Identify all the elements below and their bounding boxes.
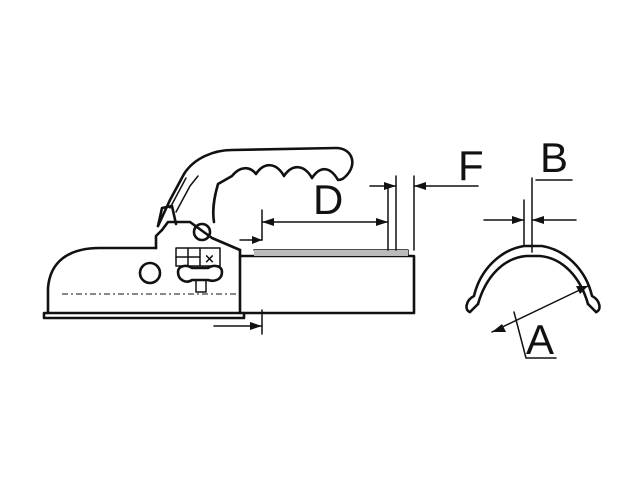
dimension-d-leader-arrow — [252, 236, 262, 244]
section-outer — [465, 244, 601, 314]
drawbar-tube — [238, 249, 416, 315]
label-b: B — [540, 134, 568, 181]
section-inner — [476, 254, 590, 306]
pivot-pin — [192, 222, 212, 242]
coupling-head: × — [42, 146, 354, 320]
lock-knob — [176, 264, 224, 283]
dimension-d-arrow-left — [262, 218, 274, 226]
dimension-offset — [213, 309, 263, 335]
base-flange — [42, 311, 246, 320]
handle-lever — [156, 146, 354, 228]
label-a: A — [526, 316, 554, 363]
dimension-a-line — [491, 285, 589, 333]
dimension-a-arrow-right — [576, 286, 588, 294]
plate-mark: × — [204, 252, 215, 267]
dimension-d-arrow-right — [376, 218, 388, 226]
dimension-b-extension-lines — [523, 177, 533, 253]
cross-section — [465, 244, 601, 314]
dimension-offset-arrow — [250, 322, 262, 330]
dimension-d: D — [239, 175, 415, 251]
label-d: D — [313, 176, 343, 223]
dimension-b-arrow-left — [512, 216, 524, 224]
safety-indicator-hole — [138, 261, 162, 285]
section-end-caps — [468, 302, 598, 314]
dimension-a: A — [491, 285, 589, 363]
dimension-b: B — [483, 134, 577, 253]
dimension-d-extension-lines — [261, 175, 415, 251]
handle-grip-lines — [169, 175, 199, 213]
tube-texture — [254, 250, 408, 256]
dimension-f: F — [369, 142, 484, 190]
label-f: F — [458, 142, 484, 189]
dimension-f-arrow-right — [414, 182, 426, 190]
dimension-a-arrow-left — [492, 324, 506, 332]
indicator-plate-grid — [175, 247, 201, 267]
hinge-bracket — [156, 204, 178, 228]
housing-cap — [160, 220, 242, 252]
housing-body — [154, 228, 242, 315]
dimension-b-arrow-right — [532, 216, 544, 224]
dimension-f-arrow-left — [384, 182, 396, 190]
lock-knob-stem — [195, 279, 207, 293]
dome-body — [46, 246, 158, 315]
dimension-a-leader — [513, 311, 557, 359]
tube-outline — [238, 254, 416, 315]
